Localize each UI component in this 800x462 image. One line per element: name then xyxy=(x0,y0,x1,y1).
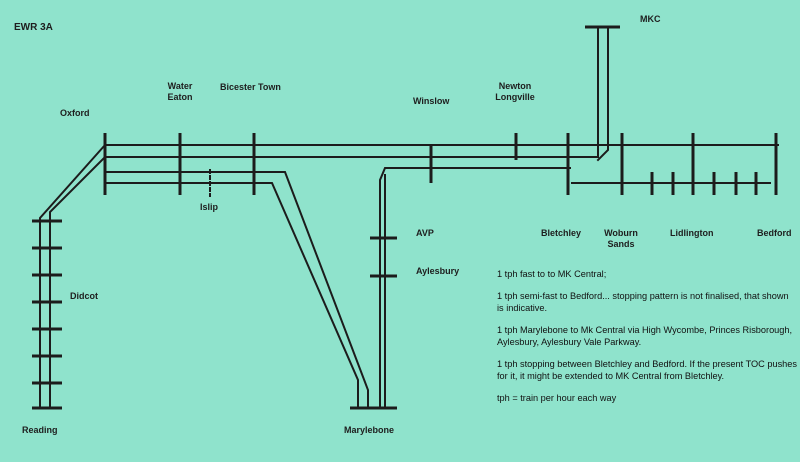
station-label-reading: Reading xyxy=(22,425,58,435)
route-line-reading-b xyxy=(49,155,107,409)
station-label-lidlington: Lidlington xyxy=(670,228,714,238)
station-label-water-eaton: Water Eaton xyxy=(167,81,193,102)
route-line-marylebone-mkc xyxy=(596,27,609,162)
station-label-bletchley: Bletchley xyxy=(541,228,582,238)
note-tph-definition: tph = train per hour each way xyxy=(497,393,617,403)
station-label-winslow: Winslow xyxy=(413,96,450,106)
service-notes: 1 tph fast to to MK Central; 1 tph semi-… xyxy=(497,268,797,414)
route-line-bicester-a xyxy=(104,171,369,409)
station-label-islip: Islip xyxy=(200,202,219,212)
route-line-fast-mkc xyxy=(104,27,599,158)
station-label-didcot: Didcot xyxy=(70,291,98,301)
station-label-woburn-sands: Woburn Sands xyxy=(604,228,638,249)
note-semi-fast-bedford: 1 tph semi-fast to Bedford... stopping p… xyxy=(497,291,789,313)
route-line-bicester-b xyxy=(104,182,359,409)
note-stopping-bedford: 1 tph stopping between Bletchley and Bed… xyxy=(497,359,797,381)
diagram-title: EWR 3A xyxy=(14,22,53,33)
note-marylebone-mkc: 1 tph Marylebone to Mk Central via High … xyxy=(497,325,793,347)
station-label-marylebone: Marylebone xyxy=(344,425,395,435)
route-line-reading-a xyxy=(39,143,107,409)
station-label-mkc: MKC xyxy=(640,14,661,24)
station-label-newton-longville: Newton Longville xyxy=(495,81,535,102)
station-label-oxford: Oxford xyxy=(60,108,90,118)
station-label-bicester-town: Bicester Town xyxy=(220,82,281,92)
station-label-aylesbury: Aylesbury xyxy=(416,266,460,276)
route-line-aylesbury xyxy=(379,167,571,409)
note-fast-mkc: 1 tph fast to to MK Central; xyxy=(497,269,607,279)
station-label-avp: AVP xyxy=(416,228,434,238)
station-label-bedford: Bedford xyxy=(757,228,792,238)
